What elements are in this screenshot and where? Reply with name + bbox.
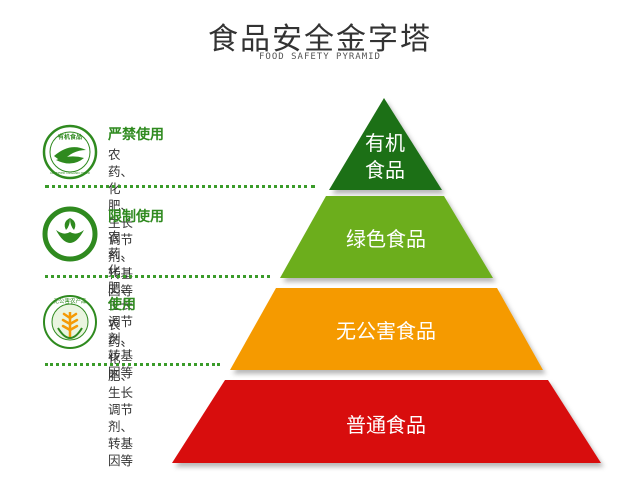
organic-food-seal-icon: 有机食品 CERTIFIED ORGANIC FOOD: [42, 124, 98, 180]
tier-label-organic-line2: 食品: [365, 158, 405, 182]
seal-text-top: 有机食品: [58, 133, 82, 141]
pyramid-tier-green: [280, 196, 493, 278]
pollution-free-food-seal-icon: 无公害农产品: [43, 295, 97, 349]
tier-label-pollution-free: 无公害食品: [336, 319, 436, 343]
divider: [45, 275, 270, 278]
page-subtitle: FOOD SAFETY PYRAMID: [259, 52, 381, 62]
item-title: 限制使用: [108, 209, 164, 225]
tier-label-organic-line1: 有机: [365, 131, 405, 155]
item-description: 农药、化肥、生长调节剂、 转基因等: [108, 229, 134, 380]
pyramid-tier-pollution-free: [230, 288, 543, 370]
page-title: 食品安全金字塔: [208, 22, 432, 57]
seal-text: 无公害农产品: [53, 297, 87, 305]
item-title: 使用: [108, 297, 136, 313]
tier-label-ordinary: 普通食品: [346, 413, 426, 437]
item-description: 农药、化肥、生长 调节剂、转基因等: [108, 317, 134, 468]
green-food-logo-icon: [42, 206, 98, 262]
item-title: 严禁使用: [108, 127, 164, 143]
divider: [45, 363, 220, 366]
pyramid-tier-organic: [329, 98, 442, 190]
tier-label-green: 绿色食品: [346, 227, 426, 251]
divider: [45, 185, 315, 188]
pyramid-tier-ordinary: [172, 380, 601, 463]
seal-text-bottom: CERTIFIED ORGANIC FOOD: [50, 171, 91, 175]
